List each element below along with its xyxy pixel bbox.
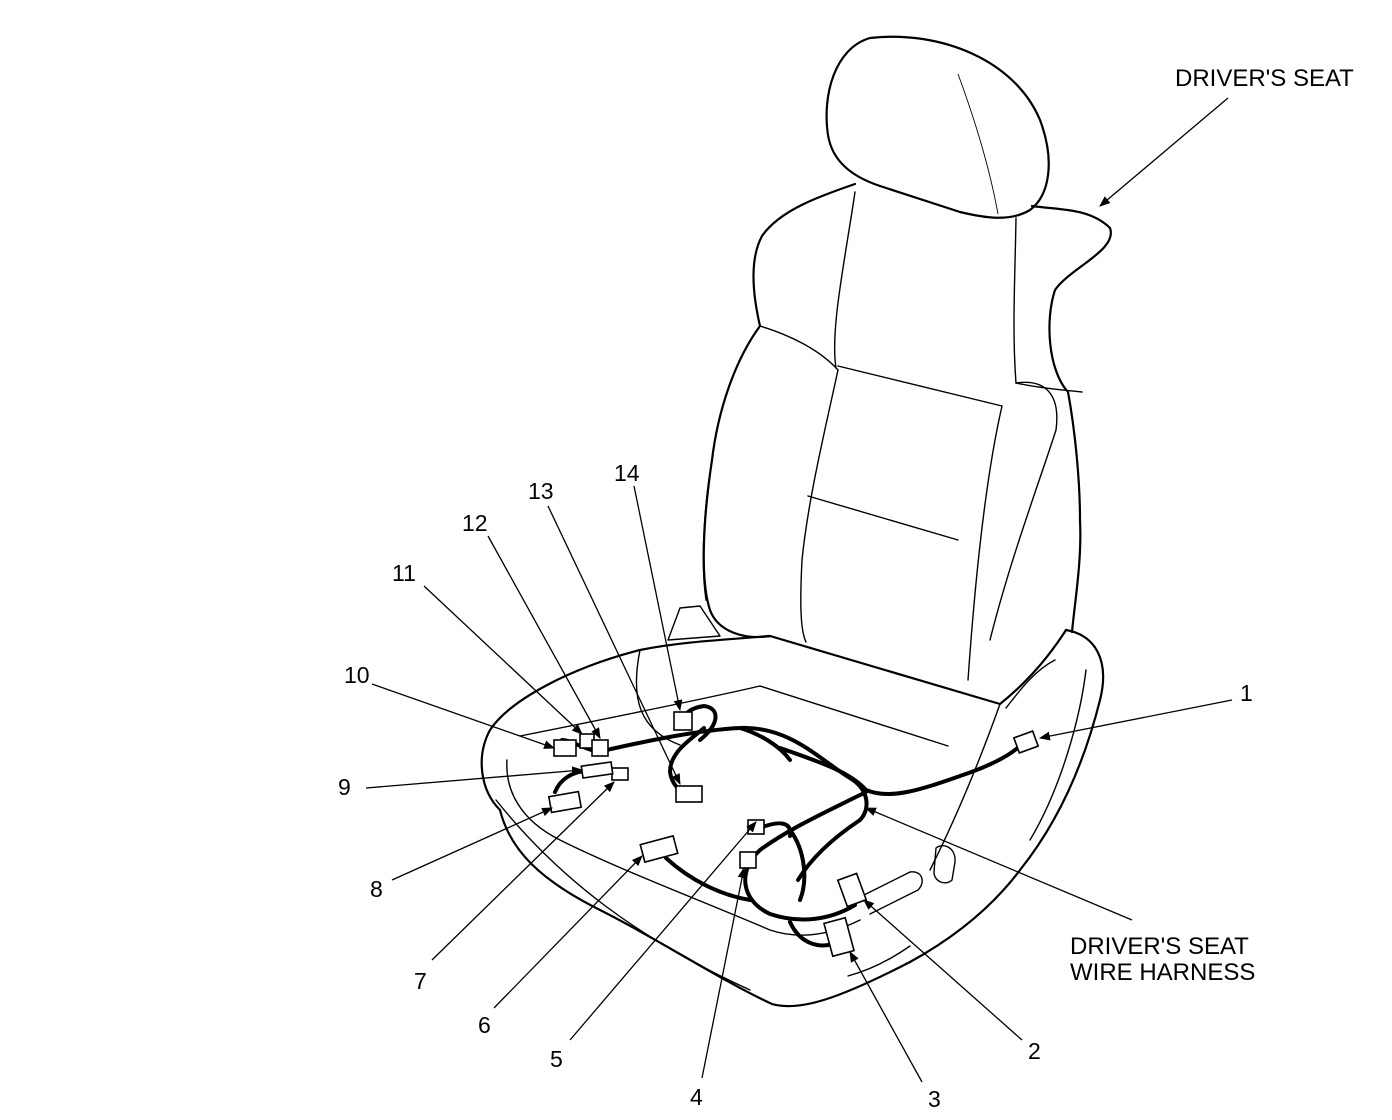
harness-caption-line1: DRIVER'S SEAT	[1070, 933, 1249, 960]
callout-13: 13	[528, 478, 554, 504]
callout-8: 8	[370, 876, 383, 902]
callout-2: 2	[1028, 1038, 1041, 1064]
callout-14: 14	[614, 460, 640, 486]
callout-3: 3	[928, 1086, 941, 1112]
connectors	[547, 711, 1040, 958]
connector-12	[591, 739, 609, 757]
connector-13	[675, 785, 703, 803]
connector-4	[739, 851, 757, 869]
connector-6	[639, 834, 679, 864]
connector-10	[553, 739, 577, 757]
callout-10: 10	[344, 662, 370, 688]
seat-caption: DRIVER'S SEAT	[1175, 65, 1354, 92]
leader-lines	[365, 97, 1233, 1083]
harness-caption-line2: WIRE HARNESS	[1070, 959, 1256, 986]
callout-1: 1	[1240, 680, 1253, 706]
side-panel	[667, 605, 1105, 964]
callout-6: 6	[478, 1012, 491, 1038]
callout-9: 9	[338, 774, 351, 800]
callout-12: 12	[462, 510, 488, 536]
callout-7: 7	[414, 968, 427, 994]
connector-3	[822, 916, 856, 958]
wire-harness	[553, 704, 1024, 948]
seat-cushion	[480, 634, 1001, 1008]
callout-5: 5	[550, 1046, 563, 1072]
connector-8	[547, 790, 583, 814]
headrest	[825, 35, 1050, 219]
connector-1	[1012, 730, 1040, 754]
connector-9	[580, 761, 614, 779]
callout-4: 4	[690, 1084, 703, 1110]
connector-2	[836, 872, 868, 908]
callout-11: 11	[392, 560, 416, 586]
connector-14	[673, 711, 693, 731]
connector-7	[611, 767, 629, 781]
seat-back	[702, 182, 1112, 706]
